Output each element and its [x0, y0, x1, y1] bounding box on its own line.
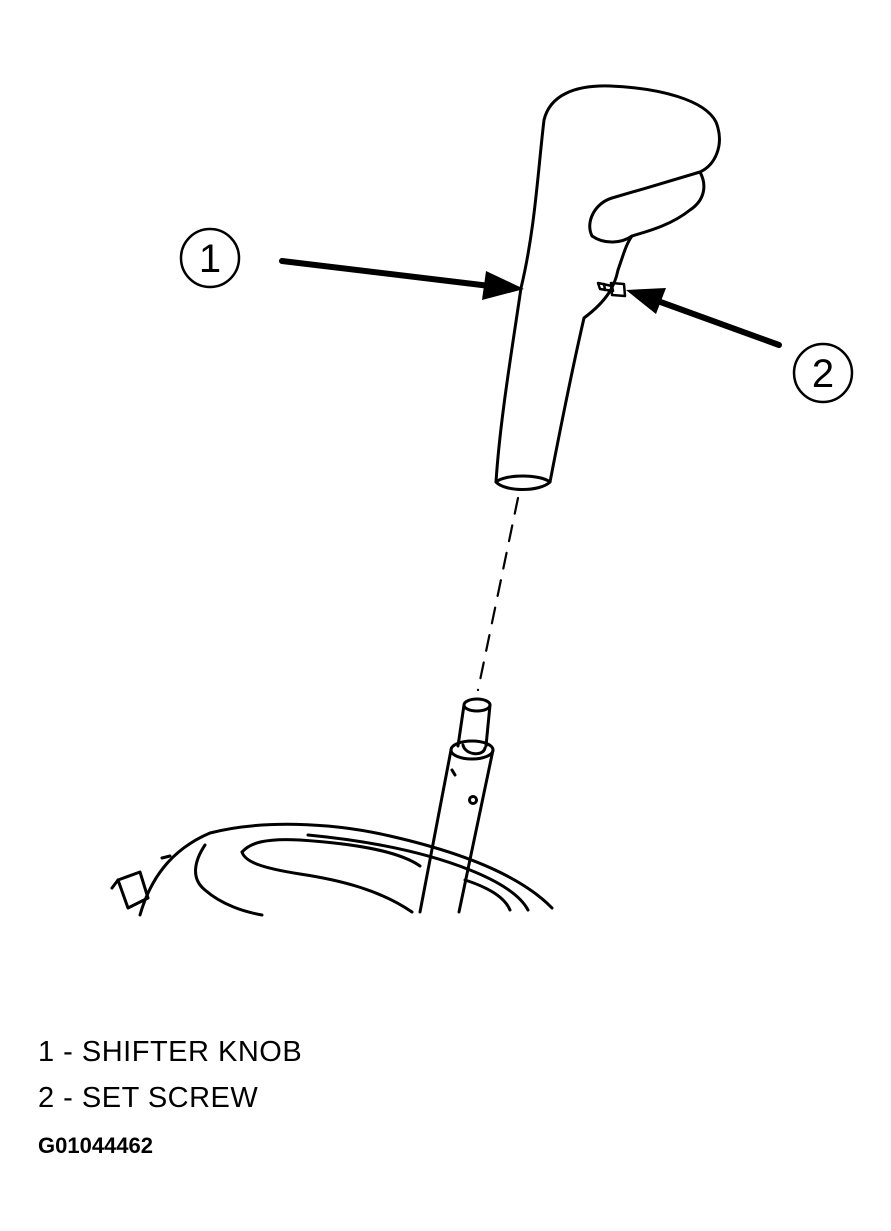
set-screw — [596, 281, 627, 298]
callout-2-number: 2 — [812, 352, 834, 396]
callout-1-arrowhead — [482, 271, 524, 300]
figure-id: G01044462 — [38, 1133, 153, 1158]
shifter-knob — [494, 84, 721, 491]
knob-bottom-edge — [494, 474, 552, 484]
shifter-knob-outline — [494, 84, 721, 491]
callout-2: 2 — [626, 288, 854, 404]
callout-2-arrowhead — [626, 288, 666, 314]
shift-lever — [418, 697, 495, 914]
callout-2-leader — [652, 297, 782, 348]
console-bezel — [110, 822, 554, 917]
callout-1-circle — [179, 227, 241, 289]
callout-1: 1 — [179, 227, 524, 300]
legend-item-shifter-knob: 1 - SHIFTER KNOB — [38, 1036, 303, 1068]
callout-2-circle — [792, 342, 854, 404]
legend-item-set-screw: 2 - SET SCREW — [38, 1082, 259, 1114]
shifter-knob-diagram: 1 2 — [110, 84, 854, 917]
alignment-line — [476, 496, 520, 692]
callout-1-number: 1 — [199, 237, 221, 281]
knob-grip-recess — [588, 170, 702, 244]
callout-1-leader — [279, 258, 493, 289]
